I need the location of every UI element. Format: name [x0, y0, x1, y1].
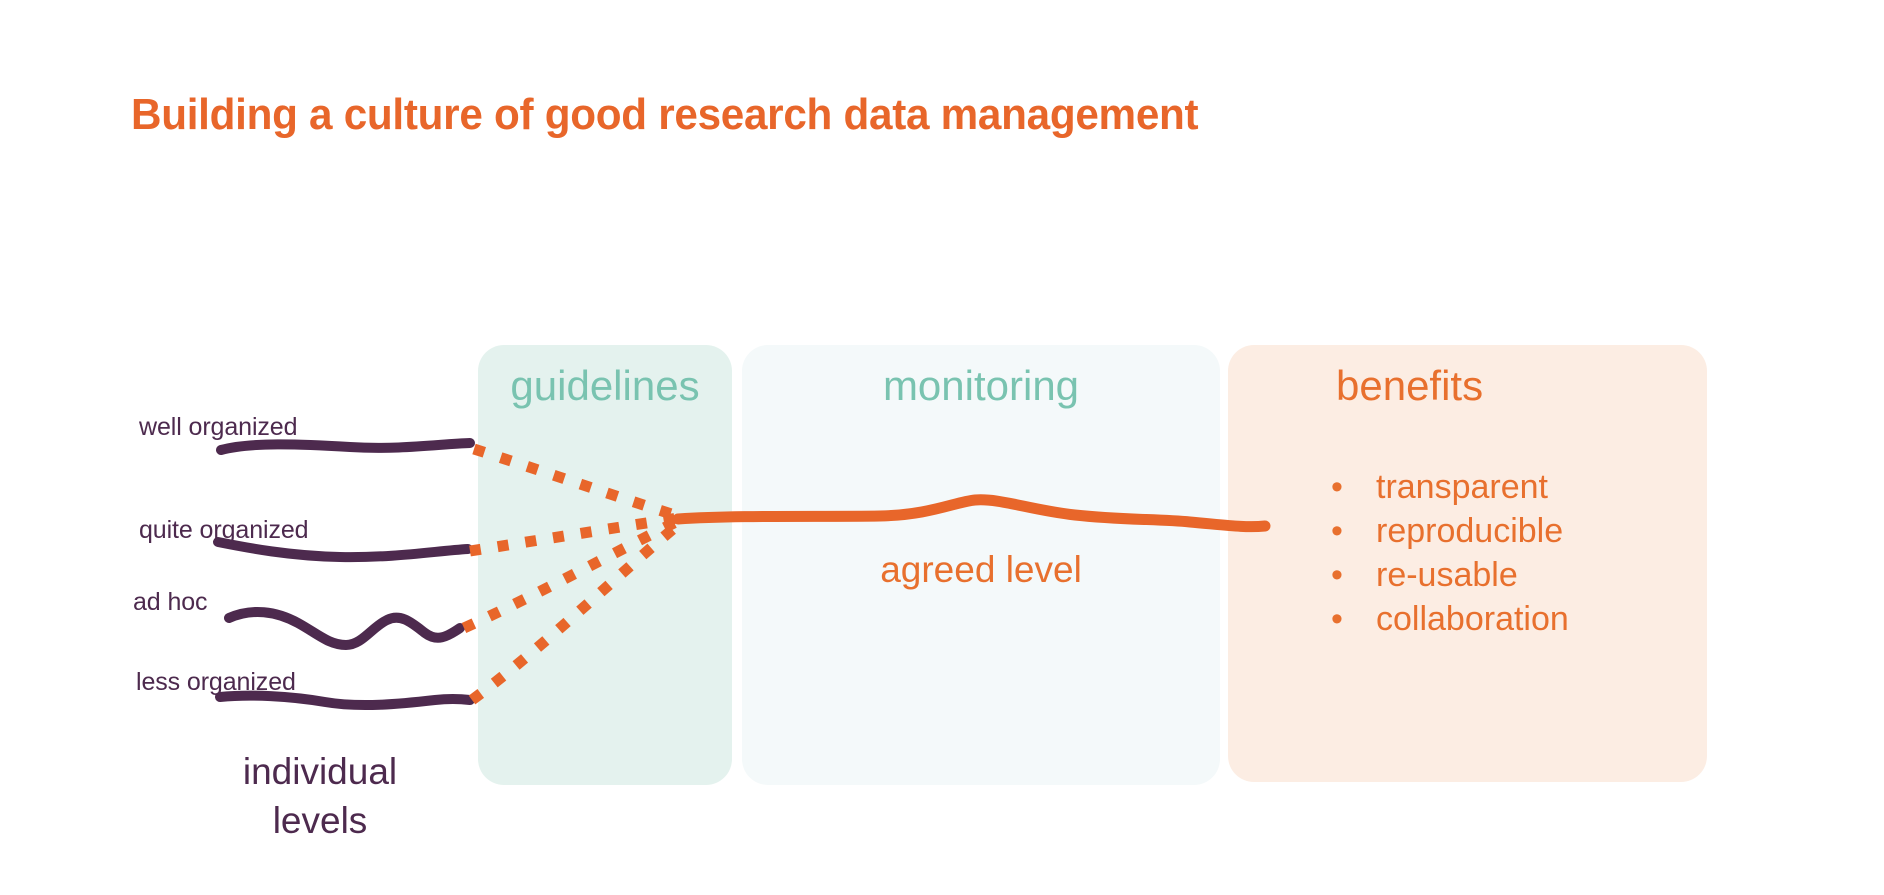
- bullet-icon: •: [1331, 600, 1343, 638]
- panel-guidelines-heading: guidelines: [510, 362, 700, 409]
- page-title: Building a culture of good research data…: [131, 90, 1199, 139]
- benefit-label: re-usable: [1376, 556, 1518, 594]
- agreed-level-label: agreed level: [880, 549, 1082, 590]
- list-item: • re-usable: [1331, 553, 1569, 597]
- list-item: • transparent: [1331, 465, 1569, 509]
- level-line-ad-hoc: [224, 607, 465, 651]
- level-label-less-organized: less organized: [136, 668, 296, 696]
- bullet-icon: •: [1331, 556, 1343, 594]
- panel-monitoring-heading: monitoring: [882, 362, 1080, 409]
- level-label-ad-hoc: ad hoc: [133, 588, 208, 616]
- bullet-icon: •: [1331, 468, 1343, 506]
- panel-guidelines: guidelines: [478, 345, 732, 785]
- level-line-well-organized: [216, 438, 475, 455]
- individual-levels-line2: levels: [272, 799, 368, 841]
- level-line-quite-organized: [213, 537, 473, 563]
- panel-benefits: benefits • transparent • reproducible • …: [1228, 345, 1707, 782]
- level-label-well-organized: well organized: [139, 413, 298, 441]
- benefits-list: • transparent • reproducible • re-usable…: [1331, 465, 1569, 641]
- level-label-quite-organized: quite organized: [139, 516, 309, 544]
- individual-levels-line1: individual: [242, 751, 398, 792]
- panel-benefits-heading: benefits: [1336, 362, 1484, 409]
- individual-levels-caption: individual levels: [175, 748, 465, 846]
- list-item: • reproducible: [1331, 509, 1569, 553]
- benefit-label: reproducible: [1376, 512, 1564, 550]
- panel-monitoring: monitoring: [742, 345, 1220, 785]
- benefit-label: collaboration: [1376, 600, 1569, 638]
- benefit-label: transparent: [1376, 468, 1548, 506]
- bullet-icon: •: [1331, 512, 1343, 550]
- list-item: • collaboration: [1331, 597, 1569, 641]
- level-line-less-organized: [215, 690, 475, 711]
